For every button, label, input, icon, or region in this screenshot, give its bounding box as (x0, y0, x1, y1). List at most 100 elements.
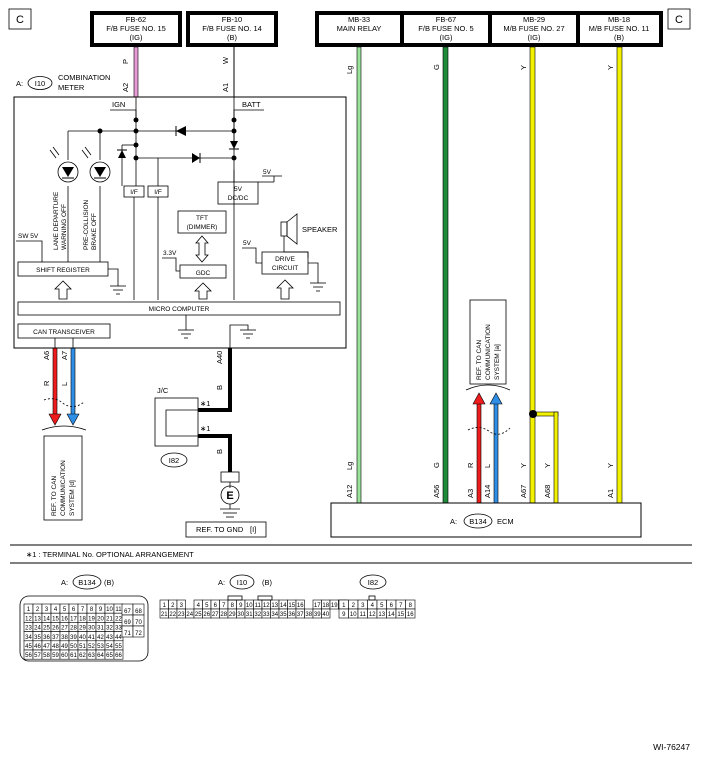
pin-number: 51 (79, 644, 86, 650)
pin-label: A40 (215, 351, 224, 364)
speaker-label: SPEAKER (302, 225, 338, 234)
pin-label: A68 (543, 485, 552, 498)
pin-number: 28 (70, 626, 77, 632)
pin-number: 47 (43, 644, 50, 650)
pin-label: A67 (519, 485, 528, 498)
pin-number: 30 (88, 626, 95, 632)
interface-block (123, 185, 145, 198)
fuse-id: FB-67 (436, 15, 456, 24)
pin-number: 1 (27, 607, 31, 613)
pin-number: 60 (61, 653, 68, 659)
pin-number: 8 (409, 603, 413, 609)
i82-id: I82 (368, 578, 378, 587)
up-arrow-icon (54, 280, 72, 300)
micro-computer-block (17, 301, 341, 316)
fuse-name: MAIN RELAY (337, 24, 382, 33)
ign-label: IGN (112, 100, 125, 109)
pin-number: 12 (25, 616, 32, 622)
wire-color-label: B (215, 449, 224, 454)
pin-number: 65 (106, 653, 113, 659)
wire-color-label: P (121, 59, 130, 64)
pin-label: A7 (60, 351, 69, 360)
dcdc-converter-block (217, 181, 259, 205)
pin-number: 7 (399, 603, 403, 609)
pin-number: 16 (61, 616, 68, 622)
pin-number: 37 (52, 635, 59, 641)
lamp-lane-departure (49, 146, 79, 183)
pin-number: 7 (222, 603, 226, 609)
corner-label-left: C (16, 14, 24, 26)
i10-id: I10 (237, 578, 247, 587)
corner-box-right (667, 8, 691, 30)
jc-star-1: ∗1 (200, 399, 210, 408)
fuse-box-mb33 (319, 15, 400, 43)
led-lamp-icon (89, 161, 111, 183)
pin-number: 13 (271, 603, 278, 609)
pin-number: 3 (45, 607, 49, 613)
figure-code: WI-76247 (653, 742, 690, 752)
pin-number: 36 (43, 635, 50, 641)
ground-symbol-icon (240, 329, 256, 339)
pin-number: 28 (220, 612, 227, 618)
pin-number: 49 (61, 644, 68, 650)
diode-icon (176, 126, 186, 136)
pin-cell (405, 608, 416, 619)
gdc-label: GDC (196, 270, 211, 277)
pin-number: 10 (350, 612, 357, 618)
ground-symbol-icon (178, 329, 194, 339)
pin-number: 15 (52, 616, 59, 622)
pin-number: 14 (280, 603, 287, 609)
speaker-icon (280, 221, 288, 237)
pin-number: 29 (79, 626, 86, 632)
pin-label: A6 (42, 351, 51, 360)
fuse-header-group-left (90, 11, 278, 47)
pin-number: 25 (195, 612, 202, 618)
fuse-sub: (B) (227, 33, 238, 42)
fuse-sub: (IG) (440, 33, 453, 42)
b134-id: B134 (78, 578, 96, 587)
tft-label-2: (DIMMER) (187, 224, 218, 231)
pin-number: 56 (25, 653, 32, 659)
wire-color-label: G (432, 64, 441, 70)
pin-number: 2 (352, 603, 356, 609)
fuse-name: F/B FUSE NO. 15 (106, 24, 166, 33)
interface-block (147, 185, 169, 198)
tft-label-1: TFT (196, 215, 208, 222)
diode-icon (118, 150, 126, 158)
pin-number: 29 (229, 612, 236, 618)
wire-yellow-mb29 (529, 46, 536, 504)
pin-number: 23 (178, 612, 185, 618)
pin-number: 11 (360, 612, 367, 618)
pin-number: 36 (288, 612, 295, 618)
pin-number: 59 (52, 653, 59, 659)
b134-connector-outline (19, 595, 149, 662)
pin-label: A14 (483, 485, 492, 498)
up-arrow-icon (194, 282, 212, 300)
drive-label-1: DRIVE (275, 256, 296, 263)
pin-number: 13 (378, 612, 385, 618)
fuse-name: F/B FUSE NO. 14 (202, 24, 262, 33)
meter-connector-id: I10 (35, 79, 45, 88)
arrow-up-blue (489, 392, 503, 405)
drive-label-2: CIRCUIT (272, 265, 298, 272)
wires (48, 46, 623, 504)
pin-number: 43 (106, 635, 113, 641)
pin-number: 12 (369, 612, 376, 618)
pre-collision-label-2: BRAKE OFF (91, 213, 98, 250)
pin-number: 70 (135, 620, 142, 626)
pin-number: 10 (106, 607, 113, 613)
pin-number: 30 (237, 612, 244, 618)
ground-e-label: E (226, 490, 233, 502)
fuse-sub: (IG) (130, 33, 143, 42)
pin-number: 16 (297, 603, 304, 609)
pin-number: 38 (305, 612, 312, 618)
pin-number: 26 (203, 612, 210, 618)
pin-label: A3 (466, 489, 475, 498)
fuse-id: FB-10 (222, 15, 242, 24)
arrow-down-blue (66, 413, 80, 426)
ref-can-box-right (469, 299, 507, 385)
jc-star-2: ∗1 (200, 424, 210, 433)
jc-connector-id: I82 (169, 456, 179, 465)
pin-number: 23 (25, 626, 32, 632)
i10-prefix: A: (218, 578, 225, 587)
